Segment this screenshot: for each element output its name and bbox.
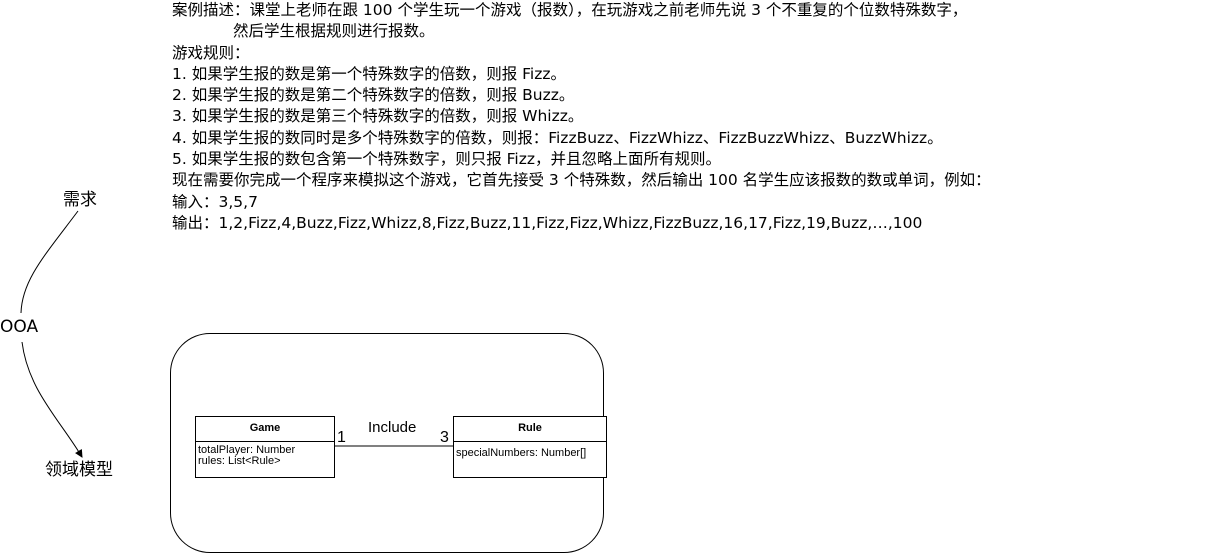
case-description: 案例描述：课堂上老师在跟 100 个学生玩一个游戏（报数），在玩游戏之前老师先说… <box>172 0 991 234</box>
requirement-to-ooa-curve <box>20 210 79 314</box>
domain-model-label: 领域模型 <box>45 460 113 480</box>
desc-line: 5. 如果学生报的数包含第一个特殊数字，则只报 Fizz，并且忽略上面所有规则。 <box>172 150 722 169</box>
class-rule[interactable]: Rule specialNumbers: Number[] <box>453 416 607 478</box>
desc-line: 2. 如果学生报的数是第二个特殊数字的倍数，则报 Buzz。 <box>172 86 575 105</box>
class-game[interactable]: Game totalPlayer: Number rules: List<Rul… <box>195 416 335 478</box>
desc-line: 输入：3,5,7 <box>172 192 258 211</box>
target-multiplicity: 3 <box>440 429 449 446</box>
desc-line: 1. 如果学生报的数是第一个特殊数字的倍数，则报 Fizz。 <box>172 64 567 83</box>
desc-line: 现在需要你完成一个程序来模拟这个游戏，它首先接受 3 个特殊数，然后输出 100… <box>172 171 991 190</box>
class-attribute: rules: List<Rule> <box>198 455 281 467</box>
desc-line: 游戏规则： <box>172 43 250 62</box>
desc-line: 然后学生根据规则进行报数。 <box>233 22 435 41</box>
desc-line: 案例描述：课堂上老师在跟 100 个学生玩一个游戏（报数），在玩游戏之前老师先说… <box>172 1 968 19</box>
class-name: Rule <box>454 417 606 442</box>
class-name: Game <box>196 417 334 442</box>
source-multiplicity: 1 <box>337 429 346 446</box>
class-attribute: specialNumbers: Number[] <box>456 447 587 459</box>
association-label: Include <box>368 419 417 436</box>
class-attribute: totalPlayer: Number <box>198 444 296 456</box>
ooa-to-domain-arrow <box>21 341 83 458</box>
ooa-label: OOA <box>0 317 39 337</box>
desc-line: 3. 如果学生报的数是第三个特殊数字的倍数，则报 Whizz。 <box>172 107 584 126</box>
desc-line: 输出：1,2,Fizz,4,Buzz,Fizz,Whizz,8,Fizz,Buz… <box>172 213 923 232</box>
desc-line: 4. 如果学生报的数同时是多个特殊数字的倍数，则报：FizzBuzz、FizzW… <box>172 128 943 147</box>
requirement-label: 需求 <box>63 190 97 210</box>
